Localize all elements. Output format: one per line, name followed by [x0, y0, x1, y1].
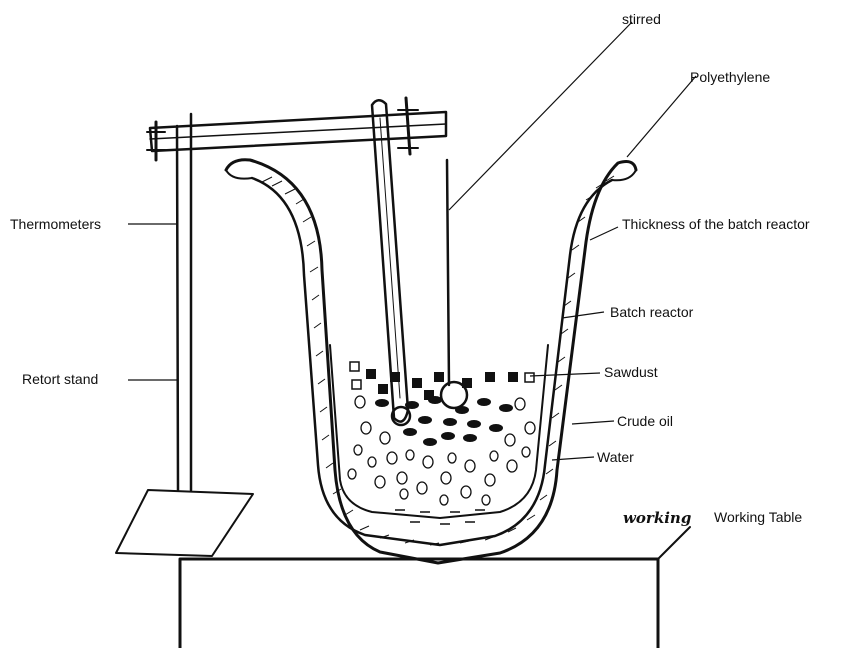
label-retort-stand: Retort stand: [22, 371, 98, 387]
label-thermometers: Thermometers: [10, 216, 101, 232]
label-working-table: Working Table: [714, 509, 802, 525]
label-polyethylene: Polyethylene: [690, 69, 770, 85]
label-crude-oil: Crude oil: [617, 413, 673, 429]
water-layer: [348, 396, 535, 505]
retort-stand: [177, 114, 191, 490]
batch-reactor-vessel: [226, 160, 636, 563]
retort-stand-base: [116, 490, 253, 556]
handwritten-working-mark: working: [623, 509, 691, 527]
label-sawdust: Sawdust: [604, 364, 658, 380]
stirrer: [441, 160, 467, 408]
label-batch-reactor: Batch reactor: [610, 304, 694, 320]
label-water: Water: [597, 449, 634, 465]
label-stirred: stirred: [622, 11, 661, 27]
label-thickness: Thickness of the batch reactor: [622, 216, 810, 232]
leader-lines: [128, 22, 696, 460]
